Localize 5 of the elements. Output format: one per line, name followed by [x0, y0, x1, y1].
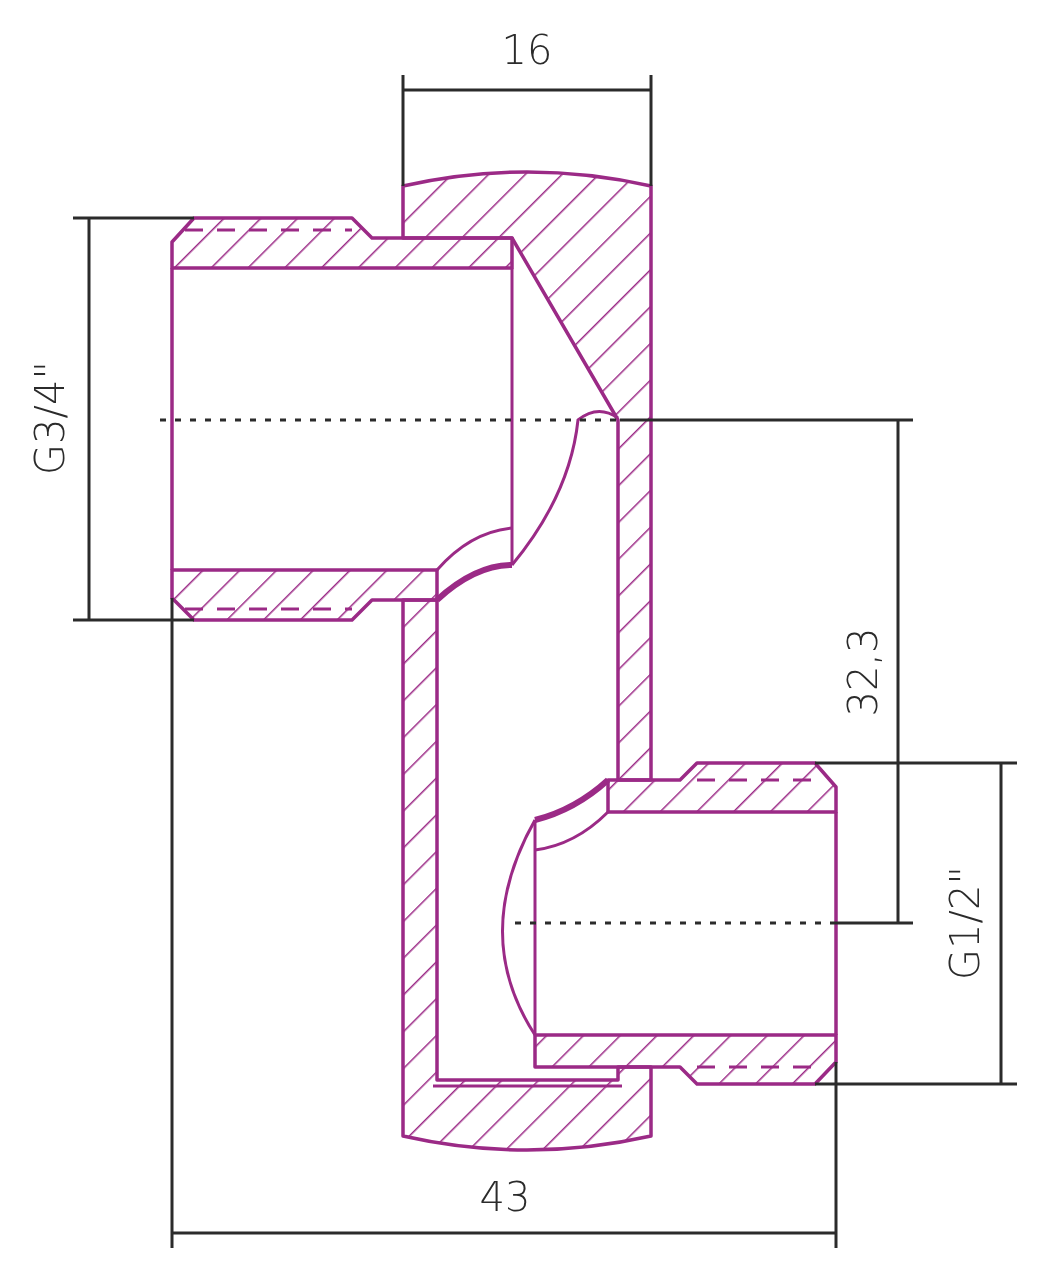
- dimension-label: G3/4": [29, 361, 70, 475]
- dimension-label: 43: [479, 1177, 531, 1217]
- dimension-label: G1/2": [944, 866, 985, 980]
- dimension-label: 32,3: [842, 627, 883, 717]
- dimension-label: 16: [501, 30, 553, 70]
